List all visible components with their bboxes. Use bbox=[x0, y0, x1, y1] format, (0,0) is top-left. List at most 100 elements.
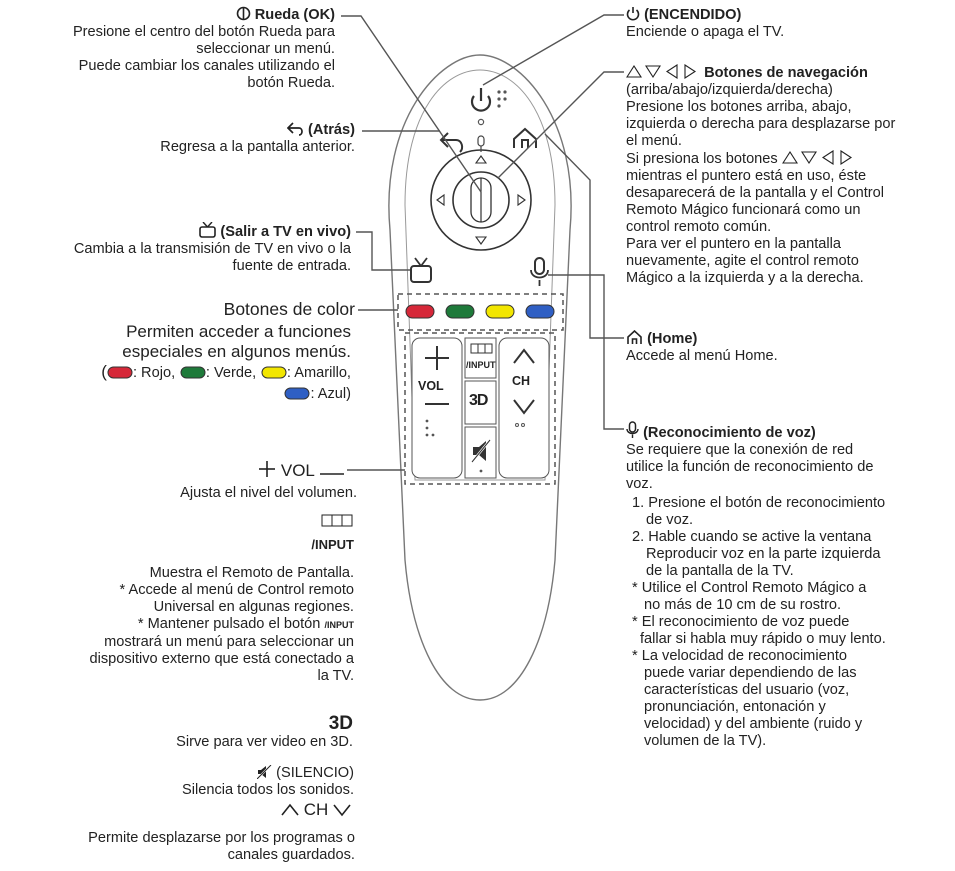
voice-desc-line: Se requiere que la conexión de red bbox=[626, 442, 854, 458]
leader-lines bbox=[341, 14, 624, 471]
input-desc-line: Muestra el Remoto de Pantalla. bbox=[149, 565, 354, 581]
back-desc-line: Regresa a la pantalla anterior. bbox=[160, 139, 355, 155]
minus-icon bbox=[320, 473, 344, 475]
legend-paren: ( bbox=[101, 362, 107, 381]
red-swatch-icon bbox=[107, 366, 133, 379]
wheel-navigation[interactable] bbox=[430, 149, 532, 251]
back-callout: (Atrás) Regresa a la pantalla anterior. bbox=[160, 122, 355, 156]
color-legend-line-1: ( : Rojo, : Verde, : Amarillo, bbox=[101, 362, 351, 383]
back-title-text: (Atrás) bbox=[307, 122, 355, 138]
threed-desc-line: Sirve para ver video en 3D. bbox=[176, 734, 353, 750]
ch-up-icon[interactable] bbox=[513, 348, 535, 364]
wheel-icon bbox=[236, 6, 250, 21]
voice-step-line: fallar si habla muy rápido o muy lento. bbox=[640, 631, 886, 647]
voice-desc-line: voz. bbox=[626, 476, 653, 492]
input-desc-line: mostrará un menú para seleccionar un bbox=[104, 634, 354, 650]
mute-desc-line: Silencia todos los sonidos. bbox=[182, 782, 354, 798]
red-button[interactable] bbox=[405, 304, 435, 319]
livetv-desc-line: Cambia a la transmisión de TV en vivo o … bbox=[73, 241, 351, 257]
home-title: (Home) bbox=[626, 330, 778, 348]
yellow-button[interactable] bbox=[485, 304, 515, 319]
ch-down-icon[interactable] bbox=[513, 399, 535, 415]
nav-desc-line: control remoto común. bbox=[626, 219, 772, 235]
power-icon[interactable] bbox=[470, 88, 492, 112]
legend-red: : Rojo, bbox=[132, 365, 176, 381]
vol-desc-line: Ajusta el nivel del volumen. bbox=[180, 485, 357, 501]
home-small-icon bbox=[627, 330, 642, 344]
voice-step-line: 2. Hable cuando se active la ventana bbox=[632, 529, 872, 545]
ch-desc: Permite desplazarse por los programas o … bbox=[88, 830, 355, 864]
color-desc-line: Permiten acceder a funciones bbox=[126, 322, 351, 341]
green-button[interactable] bbox=[445, 304, 475, 319]
voice-step-line: no más de 10 cm de su rostro. bbox=[644, 597, 842, 613]
voice-step-line: velocidad) y del ambiente (ruido y bbox=[644, 716, 863, 732]
home-icon[interactable] bbox=[513, 127, 537, 148]
voice-callout: (Reconocimiento de voz) Se requiere que … bbox=[626, 421, 886, 750]
vol-title: VOL bbox=[258, 460, 345, 481]
vol-up-icon[interactable] bbox=[425, 346, 449, 370]
wheel-desc-line: Presione el centro del botón Rueda para bbox=[72, 24, 335, 40]
voice-step-line: puede variar dependiendo de las bbox=[644, 665, 857, 681]
color-callout: Botones de color bbox=[224, 299, 355, 320]
input-inline-label: /INPUT bbox=[324, 620, 354, 630]
input-callout: /INPUT Muestra el Remoto de Pantalla. * … bbox=[90, 513, 354, 685]
mute-title-text: (SILENCIO) bbox=[276, 765, 354, 781]
nav-arrows-icon bbox=[626, 64, 697, 79]
power-callout: (ENCENDIDO) Enciende o apaga el TV. bbox=[626, 6, 784, 41]
wheel-title-text: Rueda (OK) bbox=[254, 7, 335, 23]
voice-step-line: Reproducir voz en la parte izquierda bbox=[646, 546, 881, 562]
livetv-desc-line: fuente de entrada. bbox=[232, 258, 351, 274]
ch-callout: CH bbox=[281, 800, 351, 820]
ch-title-text: CH bbox=[303, 800, 329, 819]
legend-blue: : Azul) bbox=[310, 386, 351, 402]
blue-swatch-icon bbox=[284, 387, 310, 400]
mute-small-icon bbox=[257, 765, 272, 779]
legend-green: : Verde, bbox=[205, 365, 257, 381]
back-small-icon bbox=[286, 122, 303, 136]
yellow-swatch-icon bbox=[261, 366, 287, 379]
mic-small-icon bbox=[477, 135, 485, 152]
input-title: /INPUT bbox=[311, 537, 354, 552]
color-desc: Permiten acceder a funciones especiales … bbox=[101, 322, 351, 404]
back-icon[interactable] bbox=[439, 132, 464, 153]
nav-callout: Botones de navegación (arriba/abajo/izqu… bbox=[626, 64, 895, 287]
livetv-small-icon bbox=[199, 222, 217, 238]
voice-step-line: características del usuario (voz, bbox=[644, 682, 850, 698]
input-grid-icon bbox=[90, 513, 354, 530]
number-input-icon[interactable] bbox=[470, 343, 493, 354]
lower-buttons-frame bbox=[404, 332, 556, 485]
nav-title: Botones de navegación bbox=[626, 64, 895, 82]
color-buttons-frame bbox=[397, 293, 564, 331]
down-chevron-icon bbox=[333, 804, 351, 817]
input-desc-hold: * Mantener pulsado el botón /INPUT bbox=[90, 616, 354, 634]
remote-face bbox=[404, 69, 556, 481]
nav-desc-line: Si presiona los botones bbox=[626, 151, 778, 167]
voice-steps: 1. Presione el botón de reconocimiento d… bbox=[632, 495, 886, 750]
livetv-callout: (Salir a TV en vivo) Cambia a la transmi… bbox=[74, 222, 351, 275]
voice-step-line: * El reconocimiento de voz puede bbox=[632, 614, 850, 630]
vol-callout: VOL bbox=[258, 460, 345, 481]
voice-mic-icon[interactable] bbox=[530, 257, 549, 286]
home-desc-line: Accede al menú Home. bbox=[626, 348, 778, 364]
nav-desc-line: Remoto Mágico funcionará como un bbox=[626, 202, 861, 218]
nav-desc-line: Para ver el puntero en la pantalla bbox=[626, 236, 841, 252]
power-title-text: (ENCENDIDO) bbox=[644, 7, 742, 23]
input-desc-line: * Mantener pulsado el botón bbox=[137, 616, 321, 632]
nav-desc-line: izquierda o derecha para desplazarse por bbox=[626, 116, 896, 132]
voice-step-line: 1. Presione el botón de reconocimiento bbox=[632, 495, 886, 511]
live-tv-icon[interactable] bbox=[410, 257, 432, 283]
blue-button[interactable] bbox=[525, 304, 555, 319]
ch-title: CH bbox=[281, 800, 351, 820]
nav-title-text: Botones de navegación bbox=[704, 65, 868, 81]
voice-title: (Reconocimiento de voz) bbox=[626, 421, 886, 442]
vol-desc: Ajusta el nivel del volumen. bbox=[180, 485, 357, 502]
livetv-title-text: (Salir a TV en vivo) bbox=[220, 224, 351, 240]
color-legend-line-2: : Azul) bbox=[101, 383, 351, 404]
remote-ch-label: CH bbox=[512, 374, 531, 388]
mute-icon[interactable] bbox=[471, 439, 491, 463]
nav-arrows-inline-icon bbox=[781, 150, 852, 165]
legend-yellow: : Amarillo, bbox=[286, 365, 351, 381]
voice-desc-line: utilice la función de reconocimiento de bbox=[626, 459, 874, 475]
input-desc-line: Universal en algunas regiones. bbox=[153, 599, 354, 615]
